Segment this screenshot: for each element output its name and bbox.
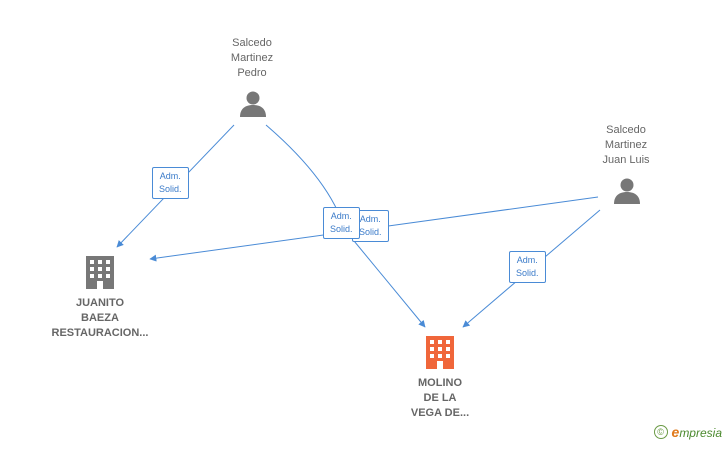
- edge-label-adm-solid: Adm. Solid.: [323, 207, 360, 239]
- person-icon[interactable]: [614, 178, 640, 205]
- brand-initial: e: [671, 424, 680, 440]
- name-line: Martinez: [604, 139, 648, 151]
- name-line: JUANITO: [75, 297, 125, 309]
- building-icon[interactable]: [426, 336, 454, 369]
- brand-name: mpresia: [679, 426, 722, 440]
- edge-label-line: Adm.: [516, 255, 538, 265]
- name-line: VEGA DE...: [410, 407, 470, 419]
- name-line: MOLINO: [418, 377, 462, 389]
- edge-label-line: Adm.: [159, 171, 181, 181]
- name-line: Salcedo: [606, 124, 646, 136]
- edge-label-adm-solid: Adm. Solid.: [509, 251, 546, 283]
- node-label-pedro[interactable]: Salcedo Martinez Pedro: [213, 36, 291, 81]
- edge-label-line: Solid.: [330, 224, 353, 234]
- node-label-juanito[interactable]: JUANITO BAEZA RESTAURACION...: [40, 296, 160, 341]
- name-line: RESTAURACION...: [51, 327, 149, 339]
- brand-logo: © empresia: [653, 424, 722, 440]
- name-line: Pedro: [237, 67, 267, 79]
- node-label-molino[interactable]: MOLINO DE LA VEGA DE...: [390, 376, 490, 421]
- copyright-icon: ©: [653, 425, 668, 439]
- edge-label-line: Solid.: [159, 184, 182, 194]
- person-icon[interactable]: [240, 91, 266, 118]
- edge-label-line: Solid.: [359, 227, 382, 237]
- building-icon[interactable]: [86, 256, 114, 289]
- name-line: Salcedo: [232, 37, 272, 49]
- name-line: BAEZA: [81, 312, 119, 324]
- node-label-juan[interactable]: Salcedo Martinez Juan Luis: [587, 123, 665, 168]
- edge-label-adm-solid: Adm. Solid.: [152, 167, 189, 199]
- name-line: Juan Luis: [602, 154, 650, 166]
- name-line: DE LA: [423, 392, 457, 404]
- edge-label-line: Adm.: [330, 211, 352, 221]
- name-line: Martinez: [230, 52, 274, 64]
- edge-label-line: Adm.: [359, 214, 381, 224]
- edge-label-line: Solid.: [516, 268, 539, 278]
